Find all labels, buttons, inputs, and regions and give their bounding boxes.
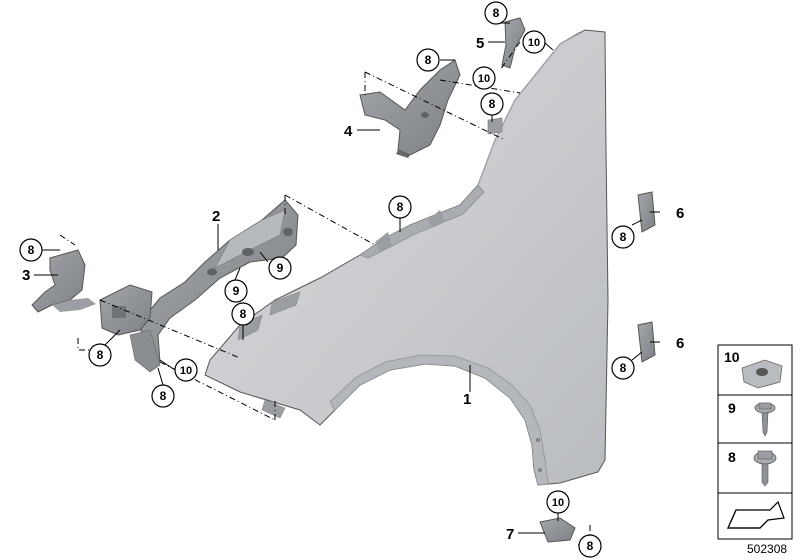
legend-label-9: 9 — [728, 400, 736, 416]
label-part-1: 1 — [463, 391, 471, 408]
callout-8: 8 — [88, 343, 112, 367]
svg-text:8: 8 — [620, 361, 627, 375]
fastener-legend: 10 9 8 502308 — [717, 344, 793, 556]
label-part-7: 7 — [506, 526, 514, 543]
legend-label-8: 8 — [728, 449, 736, 465]
svg-text:8: 8 — [493, 6, 500, 20]
svg-text:8: 8 — [489, 97, 496, 111]
svg-text:8: 8 — [620, 230, 627, 244]
svg-text:8: 8 — [160, 389, 167, 403]
label-part-6-bottom: 6 — [676, 335, 684, 352]
label-part-6-top: 6 — [676, 205, 684, 222]
callout-8: 8 — [151, 384, 175, 408]
label-part-3: 3 — [22, 267, 30, 284]
callout-8: 8 — [611, 225, 635, 249]
svg-text:10: 10 — [552, 497, 564, 509]
bracket-part-6-top — [637, 191, 656, 233]
screw-icon — [754, 402, 776, 437]
callout-8: 8 — [416, 48, 440, 72]
arrow-symbol-icon — [727, 500, 785, 529]
label-part-2: 2 — [212, 208, 220, 225]
callout-9: 9 — [268, 256, 292, 280]
svg-text:9: 9 — [233, 284, 240, 298]
callout-8: 8 — [231, 302, 255, 326]
callout-10: 10 — [174, 358, 198, 382]
document-number: 502308 — [747, 542, 787, 556]
svg-text:8: 8 — [397, 200, 404, 214]
bracket-part-5 — [501, 17, 526, 69]
callout-8: 8 — [480, 92, 504, 116]
callout-8: 8 — [19, 238, 43, 262]
svg-text:8: 8 — [240, 307, 247, 321]
bracket-part-4 — [359, 59, 461, 158]
clip-nut-icon — [741, 359, 783, 389]
legend-label-10: 10 — [724, 349, 740, 365]
bracket-part-3 — [31, 249, 96, 313]
svg-text:10: 10 — [180, 365, 192, 377]
callouts: 8 10 8 10 8 8 8 9 9 8 8 10 8 8 8 10 8 — [19, 1, 635, 558]
bracket-part-7 — [539, 517, 576, 543]
bracket-part-lower — [99, 284, 161, 373]
callout-10: 10 — [546, 490, 570, 514]
svg-text:8: 8 — [587, 539, 594, 553]
svg-text:10: 10 — [478, 73, 490, 85]
label-part-5: 5 — [476, 35, 484, 52]
fender-part — [204, 29, 609, 486]
clip-part-upper — [487, 117, 503, 135]
callout-10: 10 — [522, 30, 546, 54]
callout-9: 9 — [224, 279, 248, 303]
svg-text:10: 10 — [528, 37, 540, 49]
label-part-4: 4 — [344, 123, 353, 140]
callout-8: 8 — [484, 1, 508, 25]
svg-text:8: 8 — [425, 53, 432, 67]
bracket-part-6-bottom — [637, 321, 656, 363]
leader-lines — [34, 22, 660, 534]
callout-8: 8 — [611, 356, 635, 380]
part-labels: 1 2 3 4 5 6 6 7 — [22, 35, 684, 543]
callout-10: 10 — [472, 66, 496, 90]
svg-text:8: 8 — [28, 243, 35, 257]
callout-8: 8 — [578, 534, 602, 558]
callout-8: 8 — [388, 195, 412, 219]
bolt-icon — [753, 450, 777, 487]
svg-text:8: 8 — [97, 348, 104, 362]
svg-text:9: 9 — [277, 261, 284, 275]
